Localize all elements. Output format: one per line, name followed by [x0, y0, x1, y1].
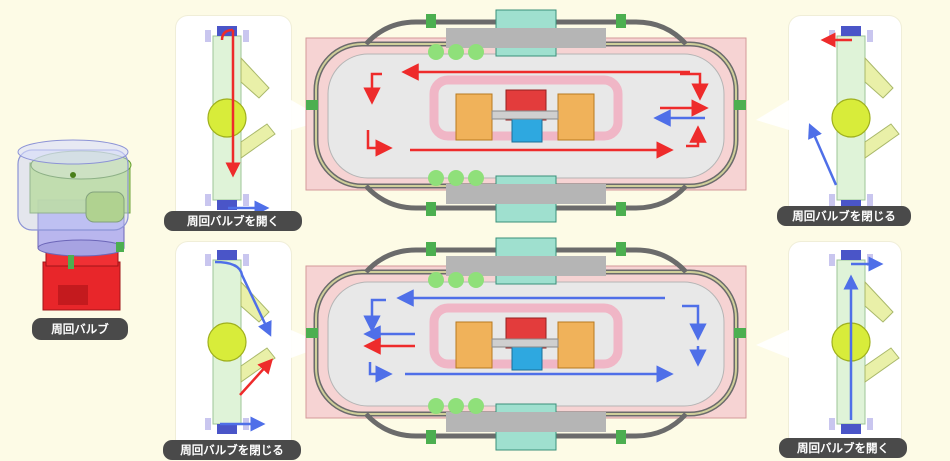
valve-name-label: 周回バルブ	[32, 318, 128, 340]
open-valve-label-bottom: 周回バルブを開く	[779, 438, 907, 458]
open-valve-label-top: 周回バルブを開く	[164, 211, 302, 231]
close-valve-label-top: 周回バルブを閉じる	[777, 206, 911, 226]
close-valve-label-bottom: 周回バルブを閉じる	[163, 440, 301, 460]
